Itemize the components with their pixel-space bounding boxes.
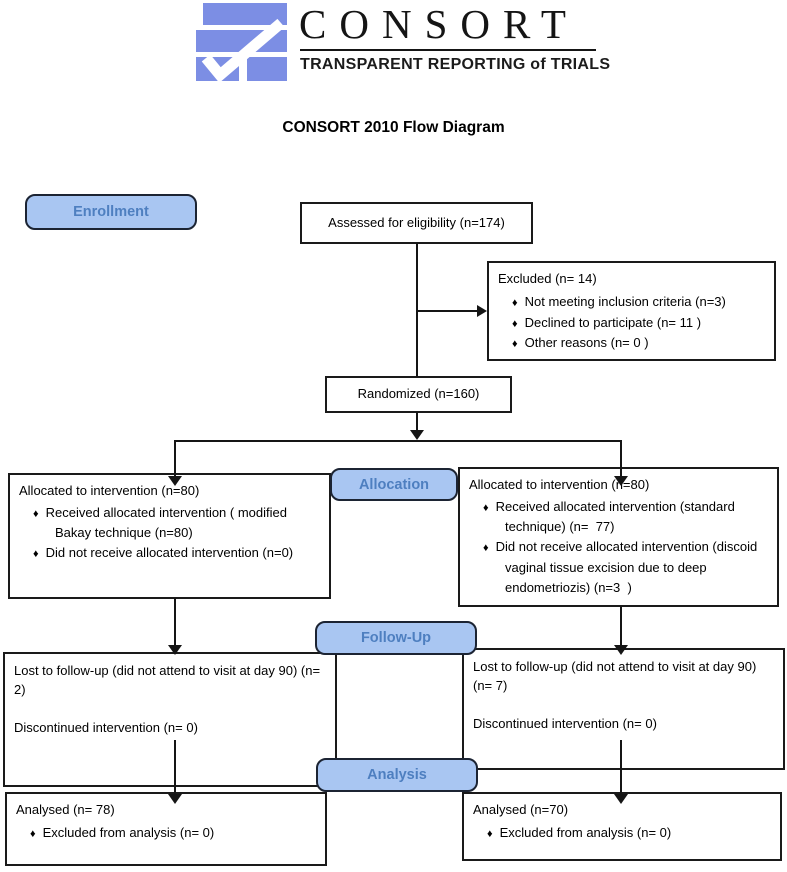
box-assessed-text: Assessed for eligibility (n=174) — [328, 214, 505, 230]
stage-label-enrollment-text: Enrollment — [73, 204, 149, 220]
allocation-left-list: ♦Received allocated intervention ( modif… — [19, 503, 320, 563]
stage-label-followup: Follow-Up — [315, 621, 477, 655]
excluded-item: ♦Declined to participate (n= 11 ) — [512, 314, 702, 330]
connector-randomized-branch — [416, 412, 418, 432]
consort-logo-mark — [190, 2, 290, 83]
analysis-right-title: Analysed (n=70) — [473, 802, 569, 817]
bullet-icon: ♦ — [512, 296, 518, 309]
bullet-icon: ♦ — [33, 548, 39, 561]
bullet-icon: ♦ — [512, 338, 518, 351]
followup-right-line: Discontinued intervention (n= 0) — [473, 715, 657, 731]
arrowhead-analysis-right — [614, 794, 628, 804]
box-analysis-left: Analysed (n= 78) ♦Excluded from analysis… — [5, 792, 327, 866]
arrowhead-excluded — [477, 305, 487, 317]
arrowhead-allocation-right — [614, 476, 628, 486]
analysis-left-item: ♦Excluded from analysis (n= 0) — [30, 824, 215, 840]
allocation-left-item: ♦Received allocated intervention ( modif… — [33, 505, 291, 541]
connector-alloc-fu-left — [174, 598, 176, 646]
followup-right-line: Lost to follow-up (did not attend to vis… — [473, 659, 760, 693]
analysis-left-title: Analysed (n= 78) — [16, 802, 115, 817]
analysis-right-item: ♦Excluded from analysis (n= 0) — [487, 824, 672, 840]
arrowhead-branch — [410, 430, 424, 440]
excluded-item: ♦Not meeting inclusion criteria (n=3) — [512, 293, 726, 309]
stage-label-analysis: Analysis — [316, 758, 478, 792]
allocation-right-item: ♦Did not receive allocated intervention … — [483, 539, 761, 595]
connector-alloc-fu-right — [620, 606, 622, 646]
logo-rule — [300, 49, 596, 51]
arrowhead-analysis-left — [168, 794, 182, 804]
stage-label-enrollment: Enrollment — [25, 194, 197, 230]
allocation-right-list: ♦Received allocated intervention (standa… — [469, 497, 768, 598]
connector-fu-analysis-left — [174, 740, 176, 795]
box-randomized: Randomized (n=160) — [325, 376, 512, 413]
drop-left — [174, 440, 176, 478]
box-analysis-right: Analysed (n=70) ♦Excluded from analysis … — [462, 792, 782, 861]
bullet-icon: ♦ — [483, 542, 489, 555]
stage-label-allocation: Allocation — [330, 468, 458, 501]
followup-left-line: Lost to follow-up (did not attend to vis… — [14, 663, 324, 697]
page-title: CONSORT 2010 Flow Diagram — [282, 119, 505, 136]
branch-line — [174, 440, 622, 442]
arrowhead-fu-right — [614, 645, 628, 655]
bullet-icon: ♦ — [512, 317, 518, 330]
drop-right — [620, 440, 622, 478]
followup-left-line: Discontinued intervention (n= 0) — [14, 719, 198, 735]
bullet-icon: ♦ — [33, 508, 39, 521]
box-randomized-text: Randomized (n=160) — [357, 386, 480, 402]
connector-to-excluded — [417, 310, 479, 312]
connector-fu-analysis-right — [620, 740, 622, 795]
box-assessed: Assessed for eligibility (n=174) — [300, 202, 533, 244]
logo-tagline: TRANSPARENT REPORTING of TRIALS — [300, 56, 611, 73]
logo-checkmark — [201, 18, 285, 83]
excluded-list: ♦Not meeting inclusion criteria (n=3) ♦D… — [498, 292, 765, 354]
arrowhead-allocation-left — [168, 476, 182, 486]
stage-label-analysis-text: Analysis — [367, 767, 427, 783]
box-followup-left: Lost to follow-up (did not attend to vis… — [3, 652, 337, 787]
excluded-title: Excluded (n= 14) — [498, 271, 597, 286]
excluded-item: ♦Other reasons (n= 0 ) — [512, 335, 649, 351]
bullet-icon: ♦ — [30, 827, 36, 840]
arrowhead-fu-left — [168, 645, 182, 655]
allocation-left-item: ♦Did not receive allocated intervention … — [33, 545, 294, 561]
stage-label-followup-text: Follow-Up — [360, 630, 432, 646]
box-allocation-left: Allocated to intervention (n=80) ♦Receiv… — [8, 473, 331, 599]
bullet-icon: ♦ — [487, 827, 493, 840]
bullet-icon: ♦ — [483, 502, 489, 515]
allocation-right-item: ♦Received allocated intervention (standa… — [483, 499, 739, 535]
logo-wordmark: CONSORT — [299, 1, 579, 47]
analysis-right-list: ♦Excluded from analysis (n= 0) — [473, 823, 771, 844]
box-followup-right: Lost to follow-up (did not attend to vis… — [462, 648, 785, 770]
analysis-left-list: ♦Excluded from analysis (n= 0) — [16, 823, 316, 844]
box-allocation-right: Allocated to intervention (n=80) ♦Receiv… — [458, 467, 779, 607]
stage-label-allocation-text: Allocation — [358, 476, 430, 493]
allocation-left-title: Allocated to intervention (n=80) — [19, 483, 200, 498]
consort-logo-mark-svg — [196, 3, 287, 83]
box-excluded: Excluded (n= 14) ♦Not meeting inclusion … — [487, 261, 776, 361]
